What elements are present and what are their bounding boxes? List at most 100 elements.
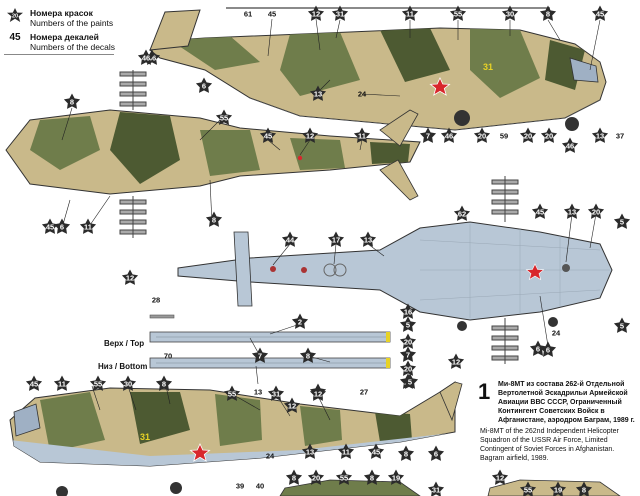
paint-callout: 19 bbox=[387, 469, 405, 485]
callout-label: 6 bbox=[202, 82, 206, 91]
paint-star-icon bbox=[563, 203, 581, 219]
paint-callout: 5 bbox=[613, 213, 631, 229]
decal-callout: 24 bbox=[266, 452, 275, 461]
callout-label: 5 bbox=[620, 218, 624, 227]
paint-callout: 55 bbox=[215, 109, 233, 125]
paint-star-icon bbox=[401, 5, 419, 21]
paint-star-icon bbox=[399, 346, 417, 362]
callout-label: 39 bbox=[236, 482, 244, 491]
callout-label: 12 bbox=[288, 402, 296, 411]
paint-star-icon bbox=[223, 385, 241, 401]
decal-callout: 45 bbox=[268, 10, 276, 19]
paint-callout: 13 bbox=[563, 203, 581, 219]
callout-label: 20 bbox=[312, 474, 320, 483]
legend-decal-sample: 45 bbox=[9, 32, 21, 43]
callout-label: 8 bbox=[582, 486, 586, 495]
callout-label: 17 bbox=[332, 236, 340, 245]
paint-callout: 45 bbox=[41, 218, 59, 234]
paint-star-icon bbox=[427, 445, 445, 461]
livery-number: 1 bbox=[478, 379, 491, 404]
paint-star-icon bbox=[519, 127, 537, 143]
callout-label: 24 bbox=[358, 90, 367, 99]
paint-callout: 6 bbox=[529, 340, 547, 356]
callout-label: 31 bbox=[336, 10, 344, 19]
paint-callout: 11 bbox=[337, 443, 355, 459]
decal-callout: 13 bbox=[254, 388, 262, 397]
callout-label: 62 bbox=[458, 210, 466, 219]
callout-label: 55 bbox=[524, 486, 532, 495]
blade-top-label: Верх / Top bbox=[104, 339, 145, 348]
callout-label: 46 bbox=[148, 54, 156, 63]
paint-star-icon bbox=[399, 303, 417, 319]
top-view bbox=[5, 70, 421, 238]
paint-star-icon bbox=[453, 205, 471, 221]
paint-callout: 20 bbox=[307, 469, 325, 485]
paint-star-icon bbox=[267, 385, 285, 401]
paint-callout: 8 bbox=[155, 375, 173, 391]
callout-label: 6 bbox=[60, 223, 64, 232]
paint-callout: 19 bbox=[549, 481, 567, 496]
decal-callout: 61 bbox=[244, 10, 252, 19]
paint-callout: 46 bbox=[440, 127, 458, 143]
paint-star-icon bbox=[397, 445, 415, 461]
callout-label: 61 bbox=[244, 10, 252, 19]
paint-star-icon bbox=[587, 203, 605, 219]
callout-label: 31 bbox=[432, 486, 440, 495]
bottom-view bbox=[177, 176, 613, 364]
paint-callout: 6 bbox=[53, 218, 71, 234]
livery-caption-ru: Ми-8МТ из состава 262-й Отдельной Вертол… bbox=[498, 381, 635, 424]
callout-label: 20 bbox=[478, 132, 486, 141]
paint-callout: 12 bbox=[309, 385, 327, 401]
callout-label: 24 bbox=[552, 329, 561, 338]
callout-label: 55 bbox=[228, 390, 236, 399]
decal-callout: 28 bbox=[152, 296, 160, 305]
paint-callout: 11 bbox=[79, 218, 97, 234]
callout-label: 70 bbox=[164, 352, 172, 361]
callout-label: 30 bbox=[506, 10, 514, 19]
paint-star-icon bbox=[363, 469, 381, 485]
paint-callout: 7 bbox=[399, 346, 417, 362]
paint-star-icon bbox=[337, 443, 355, 459]
callout-label: 12 bbox=[452, 358, 460, 367]
paint-star-icon bbox=[25, 375, 43, 391]
paint-star-icon bbox=[540, 127, 558, 143]
paint-callout: 46 bbox=[137, 49, 155, 65]
callout-label: 6 bbox=[536, 345, 540, 354]
paint-star-icon bbox=[399, 360, 417, 376]
paint-callout: 55 bbox=[89, 375, 107, 391]
paint-star-icon bbox=[399, 316, 417, 332]
callout-label: 12 bbox=[126, 274, 134, 283]
paint-star-icon bbox=[399, 333, 417, 349]
paint-star-icon bbox=[137, 49, 155, 65]
callout-label: 5 bbox=[406, 321, 410, 330]
callout-label: 45 bbox=[264, 132, 272, 141]
paint-callout: 20 bbox=[519, 127, 537, 143]
paint-star-icon bbox=[401, 373, 419, 389]
paint-star-icon bbox=[327, 231, 345, 247]
paint-callout: 31 bbox=[267, 385, 285, 401]
paint-star-icon bbox=[331, 5, 349, 21]
paint-callout: 46 bbox=[561, 137, 579, 153]
callout-label: 7 bbox=[406, 351, 410, 360]
legend-divider bbox=[4, 54, 114, 55]
paint-callout: 45 bbox=[367, 443, 385, 459]
paint-star-icon: 20 bbox=[6, 8, 24, 22]
callout-label: 24 bbox=[266, 452, 275, 461]
paint-star-icon bbox=[307, 5, 325, 21]
callout-label: 27 bbox=[360, 388, 368, 397]
paint-callout: 13 bbox=[309, 85, 327, 101]
paint-star-icon bbox=[283, 397, 301, 413]
paint-star-icon bbox=[447, 353, 465, 369]
callout-label: 11 bbox=[58, 380, 66, 389]
paint-callout: 12 bbox=[307, 5, 325, 21]
paint-star-icon bbox=[529, 340, 547, 356]
side-view-right: 31 bbox=[149, 7, 607, 131]
bottom-partial-view bbox=[279, 479, 621, 496]
paint-callout: 6 bbox=[539, 341, 557, 357]
paint-star-icon bbox=[519, 481, 537, 496]
paint-star-icon bbox=[387, 469, 405, 485]
paint-star-icon bbox=[440, 127, 458, 143]
blade-bottom-label: Низ / Bottom bbox=[98, 362, 148, 371]
paint-callout: 7 bbox=[419, 127, 437, 143]
